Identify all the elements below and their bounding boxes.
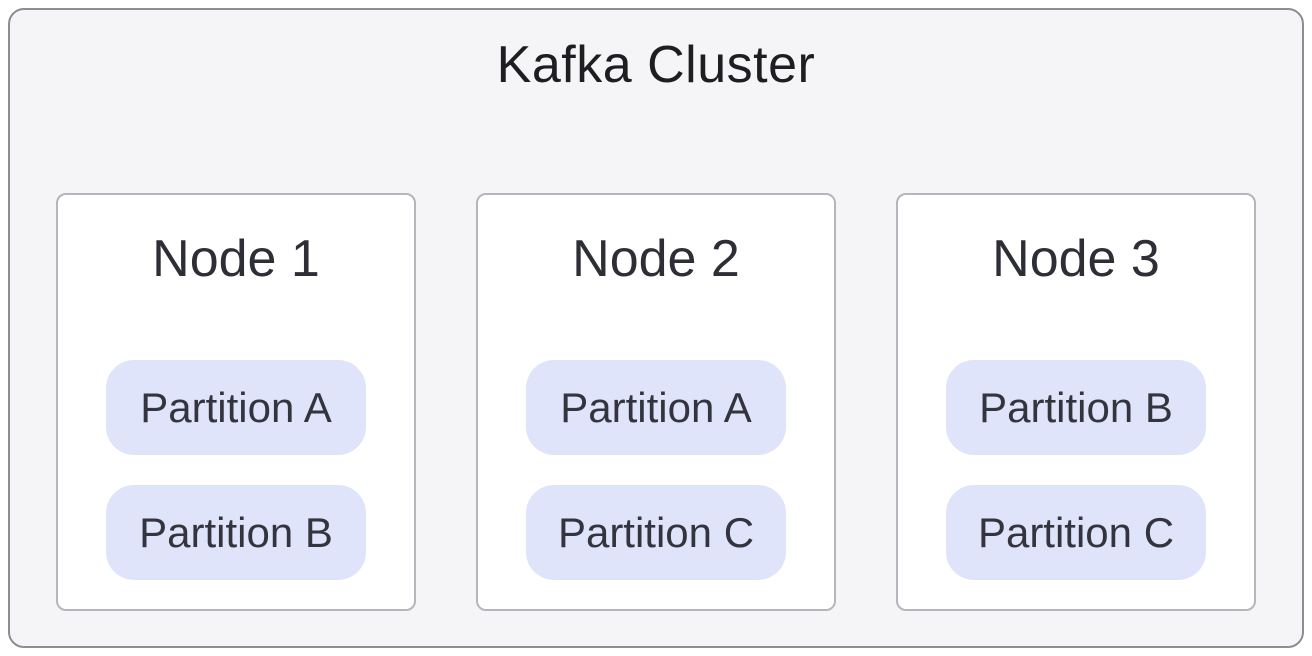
partition-badge: Partition B (946, 360, 1206, 455)
partition-list: Partition B Partition C (946, 360, 1206, 580)
node-card-3: Node 3 Partition B Partition C (896, 193, 1256, 611)
node-title: Node 3 (992, 230, 1160, 288)
cluster-title: Kafka Cluster (496, 36, 816, 94)
kafka-cluster-container: Kafka Cluster Node 1 Partition A Partiti… (8, 8, 1304, 648)
partition-badge: Partition B (106, 485, 366, 580)
partition-list: Partition A Partition B (106, 360, 366, 580)
nodes-row: Node 1 Partition A Partition B Node 2 Pa… (10, 193, 1302, 611)
node-card-2: Node 2 Partition A Partition C (476, 193, 836, 611)
node-title: Node 1 (152, 230, 320, 288)
partition-list: Partition A Partition C (526, 360, 786, 580)
partition-badge: Partition A (106, 360, 366, 455)
node-title: Node 2 (572, 230, 740, 288)
partition-badge: Partition C (946, 485, 1206, 580)
node-card-1: Node 1 Partition A Partition B (56, 193, 416, 611)
partition-badge: Partition A (526, 360, 786, 455)
partition-badge: Partition C (526, 485, 786, 580)
